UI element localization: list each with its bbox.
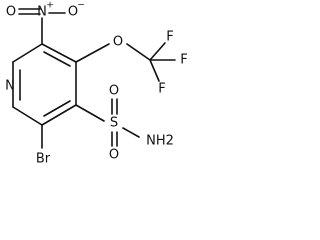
bond-s-nh2 — [122, 127, 140, 138]
atom-ether-oxygen: O — [113, 35, 123, 50]
bond-cf3-f-top — [149, 42, 166, 61]
bond-cf3-f-bottom — [149, 59, 160, 82]
atom-nitro-nitrogen: N — [37, 5, 47, 20]
atom-fluorine-right: F — [180, 53, 187, 68]
chemical-structure-diagram: N N + O O − O F F F Br S O O NH2 — [5, 1, 188, 167]
pyridine-ring — [12, 43, 77, 126]
bond-c4-c5 — [41, 104, 77, 126]
atom-fluorine-bottom: F — [158, 82, 165, 97]
atom-nitro-oxygen-left: O — [6, 5, 16, 20]
atom-nitro-oxygen-right: O — [68, 5, 78, 20]
bond-o-cf3 — [126, 43, 151, 61]
trifluoromethoxy-group — [75, 42, 176, 82]
bond-n1-c2 — [12, 43, 43, 63]
atom-ring-nitrogen: N — [5, 79, 15, 94]
atom-amide-nitrogen: NH2 — [146, 134, 174, 149]
bond-c4-s — [75, 104, 105, 122]
nitro-group — [18, 8, 66, 45]
bond-c2-c3 — [41, 43, 77, 63]
atom-sulfonyl-oxygen-top: O — [109, 84, 119, 99]
atom-fluorine-top: F — [166, 30, 173, 45]
bond-c3-o — [75, 43, 110, 63]
atom-sulfur: S — [110, 116, 118, 131]
atom-bromine: Br — [36, 152, 51, 167]
bond-c4-c5-inner — [43, 100, 71, 117]
sulfonamide-group — [75, 98, 140, 147]
bond-c2-c3-inner — [43, 51, 71, 67]
atom-labels: N N + O O − O F F F Br S O O NH2 — [5, 1, 188, 167]
atom-nitro-nitrogen-charge: + — [46, 1, 54, 11]
bond-c5-c6 — [12, 106, 43, 126]
atom-nitro-oxygen-charge: − — [77, 1, 85, 11]
atom-sulfonyl-oxygen-bottom: O — [109, 148, 119, 163]
